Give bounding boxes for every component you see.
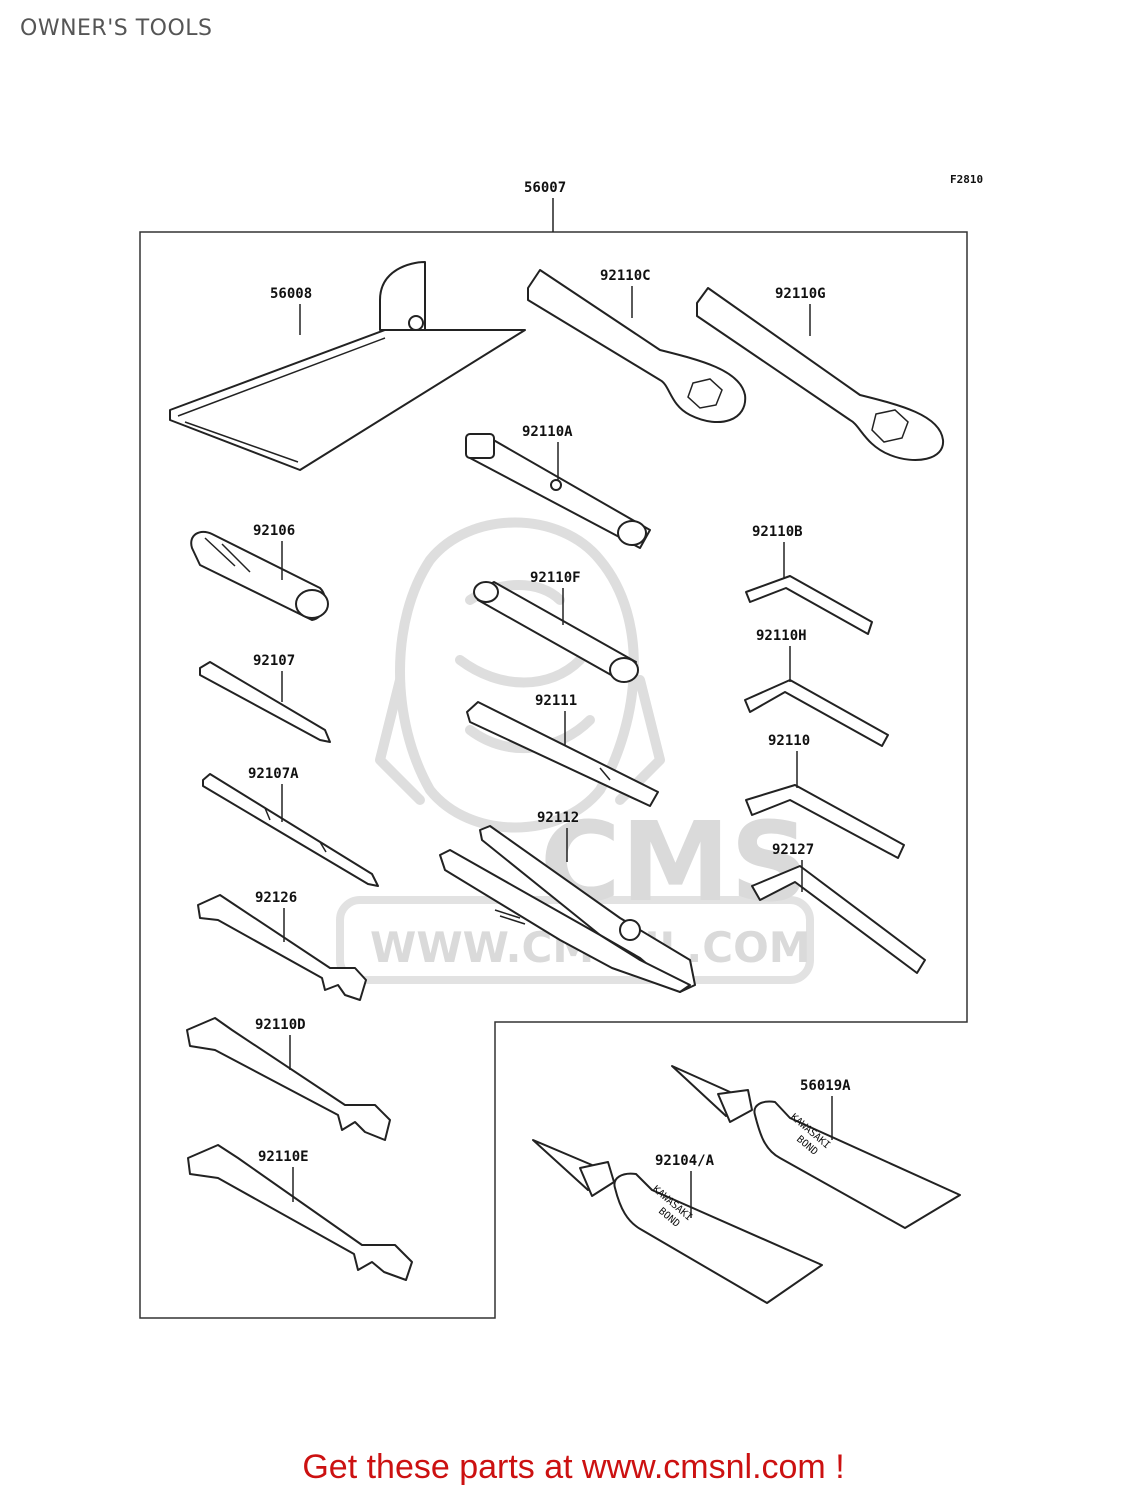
label-92107A: 92107A <box>248 766 299 782</box>
label-56007: 56007 <box>524 180 566 196</box>
label-92107: 92107 <box>253 653 295 669</box>
hex-key-27 <box>751 865 926 974</box>
label-92111: 92111 <box>535 693 577 709</box>
page-title: OWNER'S TOOLS <box>20 16 213 41</box>
hex-key-h <box>744 679 889 747</box>
label-92126: 92126 <box>255 890 297 906</box>
bond-tube-92104a: KAWASAKI BOND <box>532 1139 823 1304</box>
label-92110: 92110 <box>768 733 810 749</box>
label-56008: 56008 <box>270 286 312 302</box>
bond-tube-56019a: KAWASAKI BOND <box>671 1065 961 1229</box>
screwdriver-handle <box>190 530 329 621</box>
label-92110E: 92110E <box>258 1149 309 1165</box>
tommy-bar <box>466 701 659 807</box>
spanner-92110e <box>187 1144 413 1281</box>
label-92110F: 92110F <box>530 570 581 586</box>
label-92112: 92112 <box>537 810 579 826</box>
tool-case <box>169 261 526 471</box>
label-92127: 92127 <box>772 842 814 858</box>
label-56019A: 56019A <box>800 1078 851 1094</box>
label-92110B: 92110B <box>752 524 803 540</box>
box-wrench-a <box>465 433 651 549</box>
spanner-92110d <box>186 1017 391 1141</box>
kit-boundary <box>139 231 968 1319</box>
box-wrench-f <box>473 581 639 683</box>
pliers <box>439 825 696 993</box>
figure-code: F2810 <box>950 173 983 186</box>
parts-diagram: CMS WWW.CMSNL.COM F2810 56007 56008 9211… <box>139 173 983 1319</box>
label-92110G: 92110G <box>775 286 826 302</box>
label-92110C: 92110C <box>600 268 651 284</box>
label-92106: 92106 <box>253 523 295 539</box>
label-92110A: 92110A <box>522 424 573 440</box>
label-92104A: 92104/A <box>655 1153 715 1169</box>
spanner-92126 <box>197 894 367 1001</box>
label-92110H: 92110H <box>756 628 807 644</box>
hex-key-b <box>745 575 873 635</box>
ring-wrench-c <box>527 269 747 424</box>
label-92110D: 92110D <box>255 1017 306 1033</box>
ring-wrench-g <box>696 287 945 461</box>
screwdriver-bit-a <box>202 773 379 887</box>
hex-key <box>745 784 905 859</box>
screwdriver-bit <box>199 661 331 743</box>
footer-cta[interactable]: Get these parts at www.cmsnl.com ! <box>302 1448 845 1486</box>
